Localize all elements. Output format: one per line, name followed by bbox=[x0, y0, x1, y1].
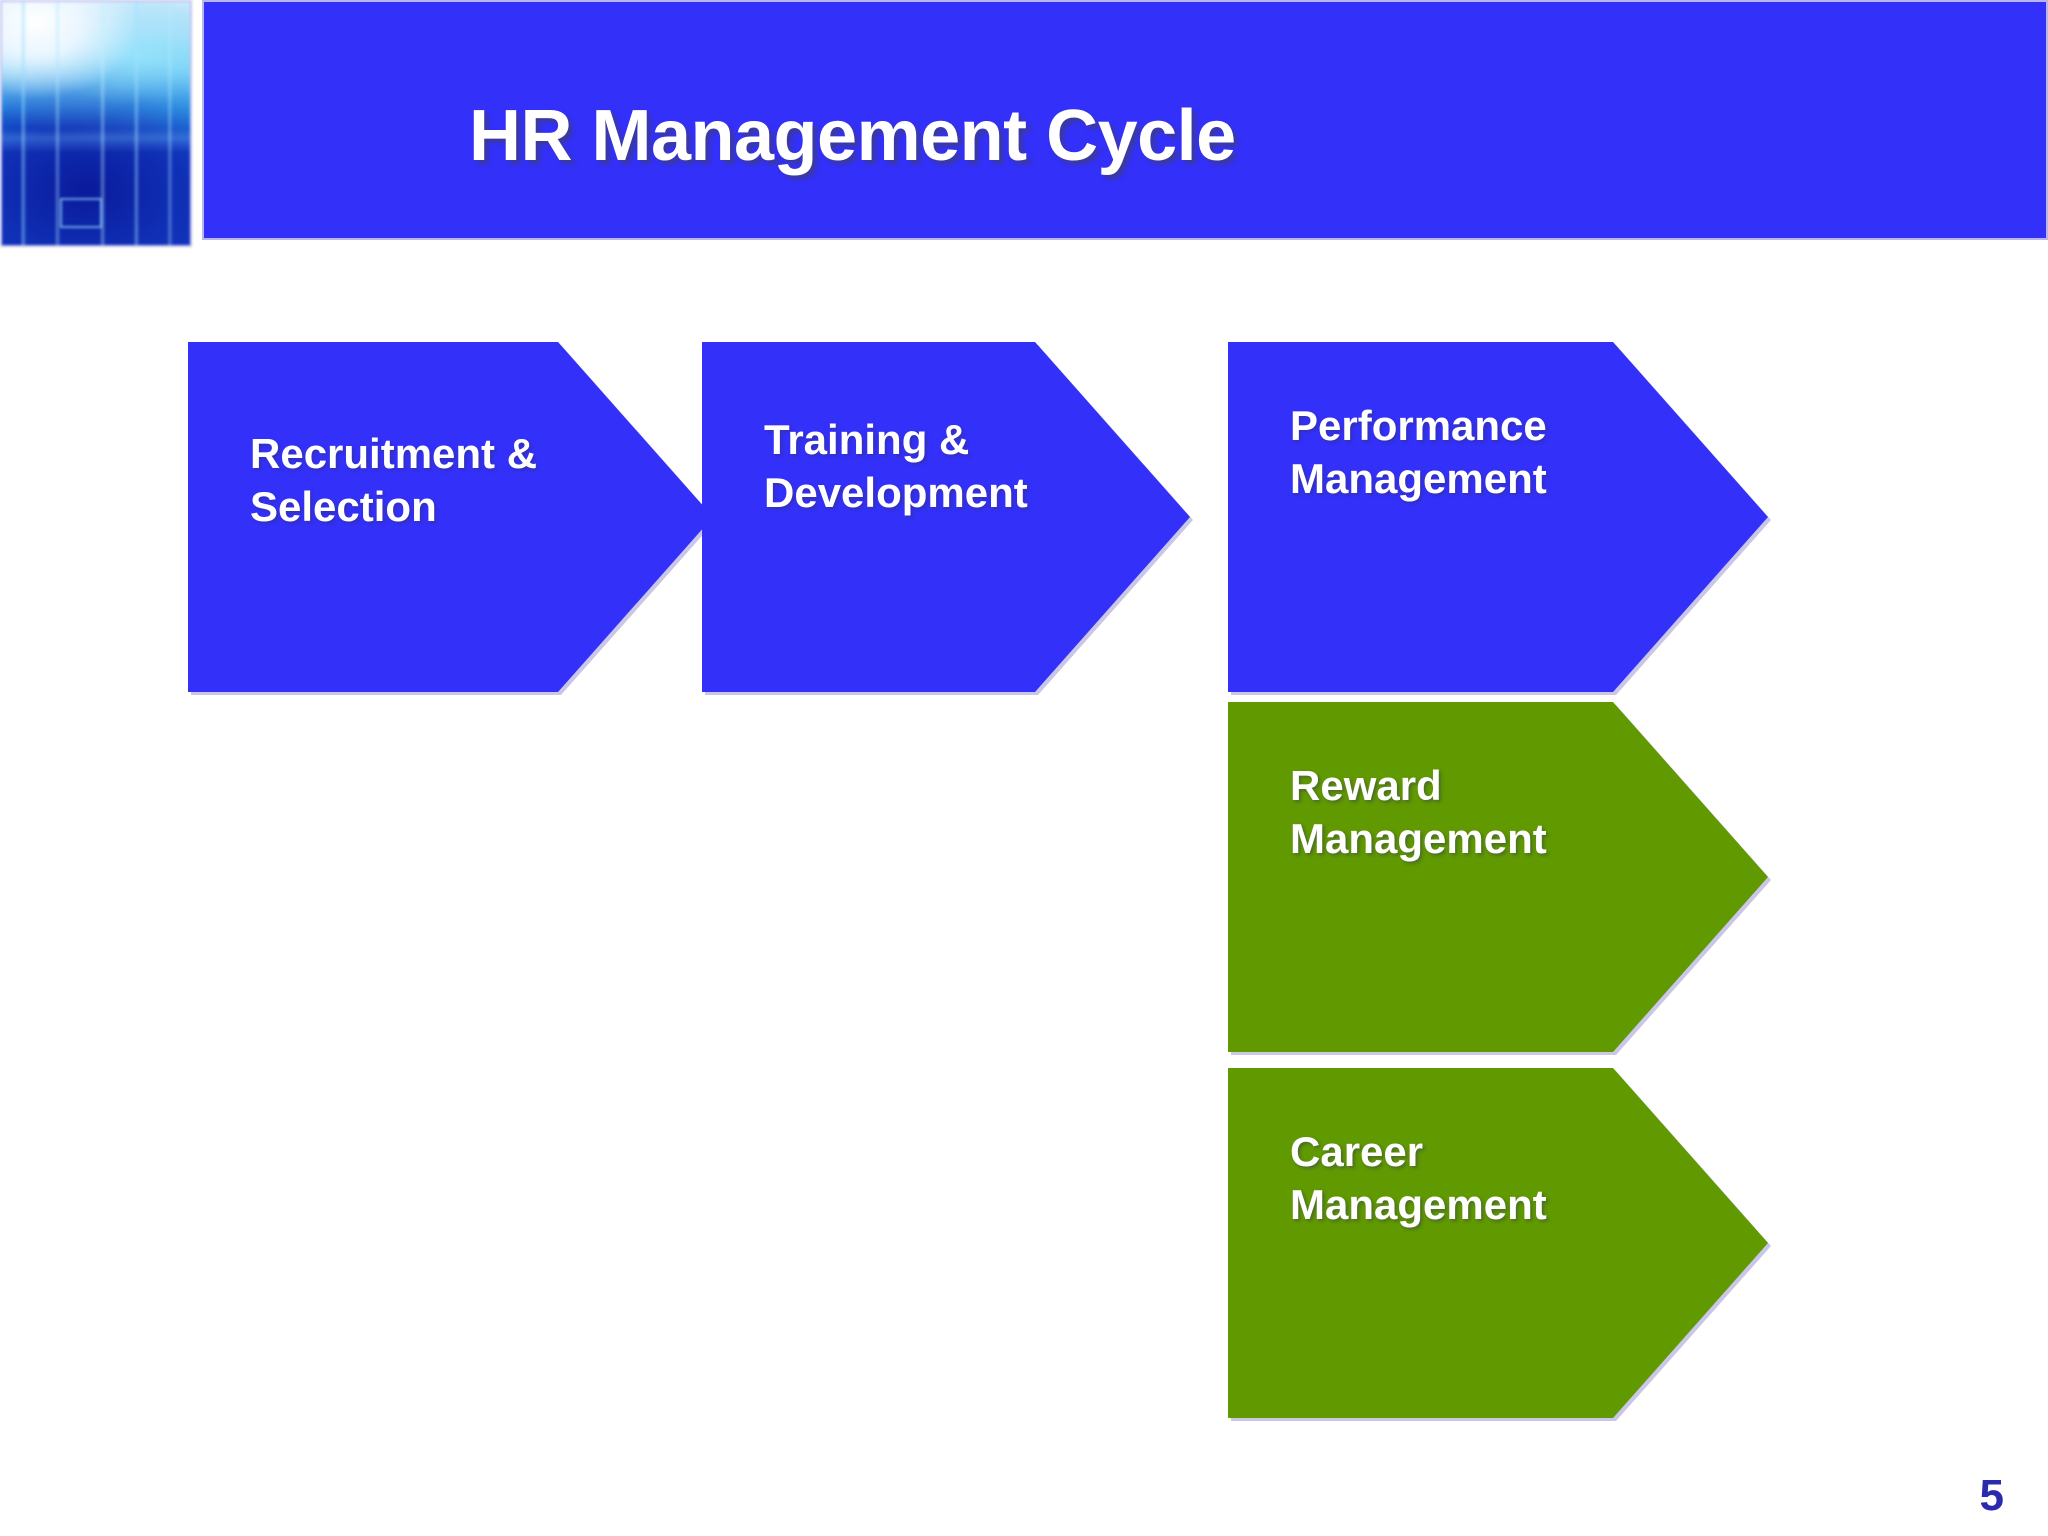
chevron-label-training-development: Training & Development bbox=[764, 416, 1028, 516]
chevron-career-management[interactable]: Career Management bbox=[1228, 1068, 1768, 1418]
chevron-recruitment-selection[interactable]: Recruitment & Selection bbox=[188, 342, 713, 692]
chevron-performance-management[interactable]: Performance Management bbox=[1228, 342, 1768, 692]
page-title: HR Management Cycle bbox=[469, 96, 1236, 176]
chevron-reward-management[interactable]: Reward Management bbox=[1228, 702, 1768, 1052]
chevron-shape bbox=[1228, 342, 1768, 692]
chevron-shape bbox=[1228, 702, 1768, 1052]
chevron-label-performance-management: Performance Management bbox=[1290, 402, 1547, 502]
abstract-blue-technology-image bbox=[0, 0, 192, 247]
chevron-label-reward-management: Reward Management bbox=[1290, 762, 1547, 862]
deco-rect-detail bbox=[60, 198, 102, 228]
chevron-training-development[interactable]: Training & Development bbox=[702, 342, 1190, 692]
chevron-shape bbox=[1228, 1068, 1768, 1418]
chevron-label-career-management: Career Management bbox=[1290, 1128, 1547, 1228]
chevron-label-recruitment-selection: Recruitment & Selection bbox=[250, 430, 538, 530]
header-banner: HR Management Cycle bbox=[202, 0, 2048, 240]
page-number: 5 bbox=[1979, 1471, 2004, 1520]
